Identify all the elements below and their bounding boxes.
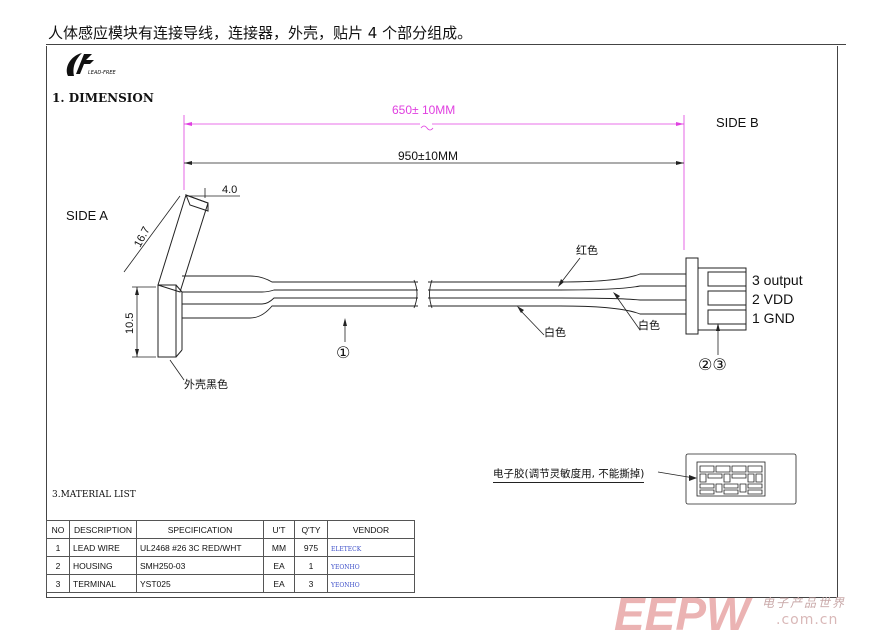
pin-2-label: 2 VDD <box>752 291 794 307</box>
dim-950 <box>184 161 684 165</box>
dim-650 <box>183 115 685 250</box>
dim-650-label: 650± 10MM <box>392 103 455 117</box>
part-number-1: ① <box>336 343 350 362</box>
white-wire-label-2: 白色 <box>638 319 660 332</box>
shell-color-label: 外壳黑色 <box>184 378 228 391</box>
pin-3-label: 3 output <box>752 272 803 288</box>
eepw-watermark-logo: EEPW <box>614 588 764 638</box>
watermark-brand: EEPW <box>614 590 753 634</box>
page-caption: 人体感应模块有连接导线，连接器，外壳，贴片 4 个部分组成。 <box>48 24 473 42</box>
drawing-frame <box>46 46 838 598</box>
side-a-label: SIDE A <box>66 208 108 223</box>
vendor-name: YEONHO <box>331 581 360 589</box>
side-b-label: SIDE B <box>716 115 759 130</box>
col-unit: U'T <box>263 520 295 539</box>
table-header-row: NO DESCRIPTION SPECIFICATION U'T Q'TY VE… <box>46 520 415 539</box>
watermark-domain: .com.cn <box>776 612 839 628</box>
col-no: NO <box>46 520 70 539</box>
sensor-shell <box>157 194 209 358</box>
vendor-name: ELETECK <box>331 545 362 553</box>
material-list-title: 3.MATERIAL LIST <box>52 490 136 500</box>
col-description: DESCRIPTION <box>69 520 137 539</box>
col-vendor: VENDOR <box>327 520 415 539</box>
vendor-name: YEONHO <box>331 563 360 571</box>
col-specification: SPECIFICATION <box>136 520 264 539</box>
red-wire-label: 红色 <box>576 244 598 257</box>
table-row: 1 LEAD WIRE UL2468 #26 3C RED/WHT MM 975… <box>46 538 415 557</box>
logo-text: LEAD-FREE <box>88 70 117 76</box>
material-table: NO DESCRIPTION SPECIFICATION U'T Q'TY VE… <box>46 520 415 593</box>
frame-top-border <box>46 44 846 45</box>
table-row: 2 HOUSING SMH250-03 EA 1 YEONHO <box>46 556 415 575</box>
watermark-cn: 电子产品世界 <box>762 596 847 610</box>
lead-wire-right <box>428 273 686 315</box>
table-row: 3 TERMINAL YST025 EA 3 YEONHO <box>46 574 415 593</box>
patch-sticker <box>685 453 797 505</box>
col-qty: Q'TY <box>294 520 328 539</box>
lead-free-logo: LEAD-FREE <box>60 50 124 82</box>
pin-1-label: 1 GND <box>752 310 795 326</box>
white-wire-label-1: 白色 <box>544 326 566 339</box>
section-title: 1. DIMENSION <box>52 91 154 105</box>
patch-label: 电子胶(调节灵敏度用, 不能撕掉) <box>493 466 645 483</box>
part-number-2-3: ②③ <box>698 355 727 374</box>
dim-4-label: 4.0 <box>222 184 237 196</box>
dim-950-label: 950±10MM <box>398 149 458 163</box>
lead-wire-left <box>182 275 418 319</box>
connector-housing <box>685 257 747 335</box>
dim-105-label: 10.5 <box>124 313 136 334</box>
